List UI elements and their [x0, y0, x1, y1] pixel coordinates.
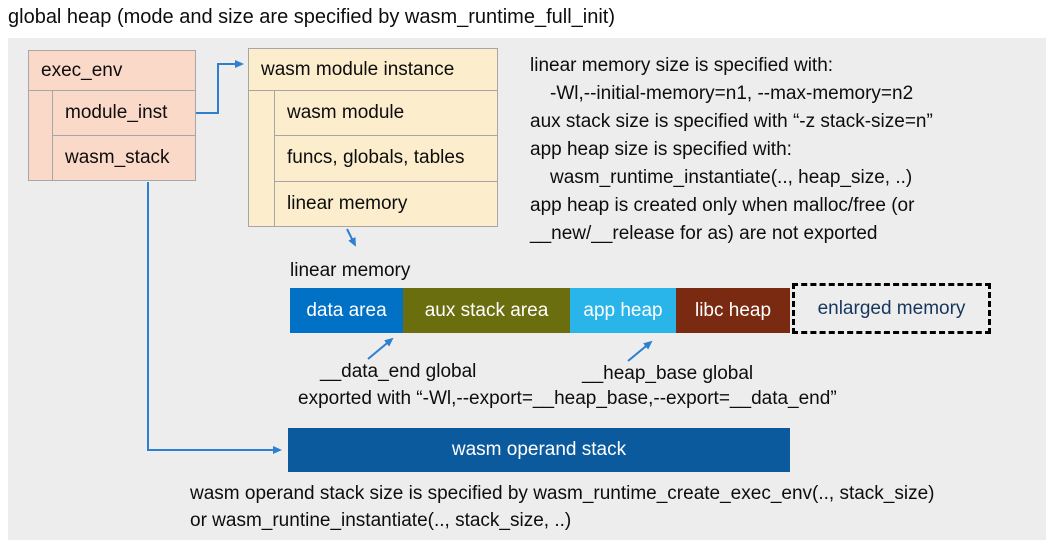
- module-instance-row-wasm-module: wasm module: [275, 91, 497, 137]
- segment-aux-stack-area: aux stack area: [403, 288, 570, 333]
- module-instance-row-linear-memory: linear memory: [287, 192, 408, 214]
- segment-data-area: data area: [290, 288, 403, 333]
- exec-env-body: module_inst wasm_stack: [29, 91, 195, 180]
- exec-env-row-wasm-stack: wasm_stack: [65, 147, 170, 168]
- segment-app-heap: app heap: [570, 288, 676, 333]
- module-instance-row-funcs-globals-tables: funcs, globals, tables: [275, 136, 497, 182]
- exec-env-indent-strip: [29, 91, 53, 180]
- exec-env-box: exec_env module_inst wasm_stack: [28, 50, 196, 181]
- note-line: wasm_runtime_instantiate(.., heap_size, …: [550, 167, 913, 188]
- module-instance-header: wasm module instance: [249, 49, 497, 91]
- note-line: or wasm_runtine_instantiate(.., stack_si…: [190, 510, 572, 531]
- note-line: __new/__release for as) are not exported: [530, 223, 878, 244]
- note-line: wasm operand stack size is specified by …: [190, 483, 935, 504]
- operand-stack-notes: wasm operand stack size is specified by …: [190, 480, 935, 534]
- heap-base-global-label: __heap_base global: [582, 363, 754, 384]
- segment-enlarged-memory: enlarged memory: [792, 283, 991, 334]
- note-line: aux stack size is specified with “-z sta…: [530, 111, 933, 132]
- note-line: app heap size is specified with:: [530, 139, 792, 160]
- wasm-operand-stack-bar: wasm operand stack: [288, 428, 790, 472]
- note-line: -Wl,--initial-memory=n1, --max-memory=n2: [550, 83, 914, 104]
- note-line: linear memory size is specified with:: [530, 55, 834, 76]
- segment-libc-heap: libc heap: [676, 288, 790, 333]
- diagram-title: global heap (mode and size are specified…: [8, 6, 615, 28]
- exported-with-label: exported with “-Wl,--export=__heap_base,…: [298, 388, 837, 409]
- wasm-module-instance-box: wasm module instance wasm module funcs, …: [248, 48, 498, 227]
- exec-env-header: exec_env: [29, 51, 195, 91]
- module-instance-body: wasm module funcs, globals, tables linea…: [249, 91, 497, 226]
- memory-size-notes: linear memory size is specified with: -W…: [530, 52, 933, 248]
- data-end-global-label: __data_end global: [320, 361, 477, 382]
- note-line: app heap is created only when malloc/fre…: [530, 195, 915, 216]
- module-instance-indent-strip: [249, 91, 275, 226]
- linear-memory-label: linear memory: [290, 260, 411, 281]
- exec-env-row-module-inst: module_inst: [53, 91, 195, 136]
